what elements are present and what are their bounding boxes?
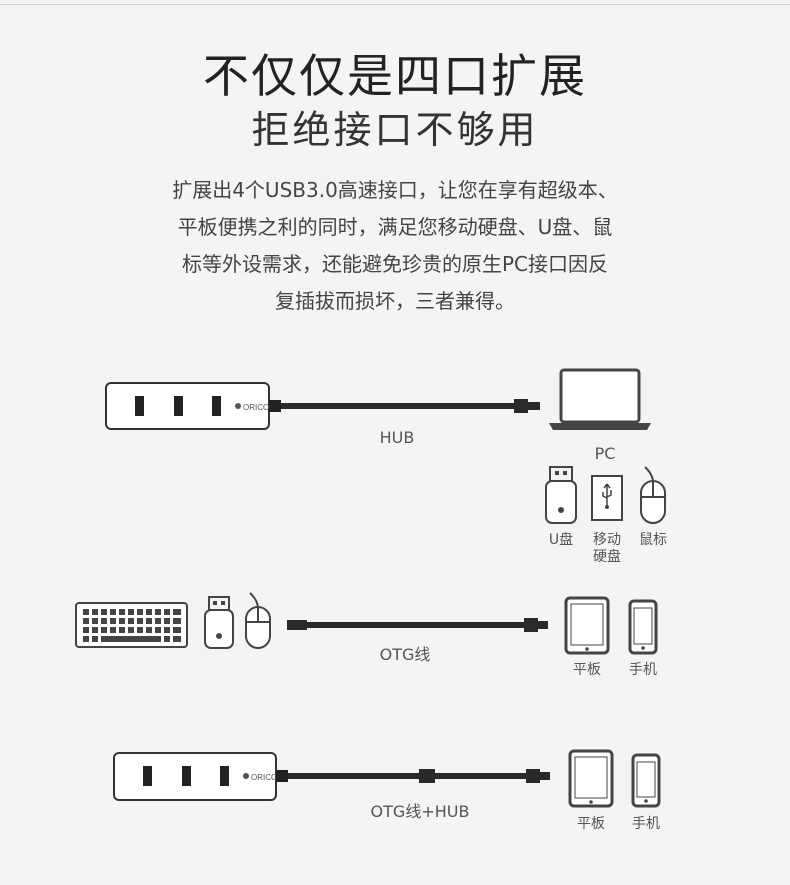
hard-drive-icon xyxy=(591,475,623,521)
phone-label: 手机 xyxy=(629,662,657,678)
tablet-label: 平板 xyxy=(577,816,605,832)
hub-cable xyxy=(281,399,540,413)
phone-icon xyxy=(628,599,658,655)
svg-text:ORICO: ORICO xyxy=(243,403,269,412)
pc-label: PC xyxy=(594,444,616,463)
tablet-label: 平板 xyxy=(573,662,601,678)
page-subtitle: 拒绝接口不够用 xyxy=(251,108,539,152)
otg-cable-label: OTG线 xyxy=(379,645,431,664)
page-title: 不仅仅是四口扩展 xyxy=(203,49,587,103)
description: 扩展出4个USB3.0高速接口，让您在享有超级本、 平板便携之利的同时，满足您移… xyxy=(110,172,680,320)
keyboard-icon xyxy=(75,602,188,648)
laptop-icon xyxy=(549,368,651,430)
mouse-label: 鼠标 xyxy=(639,532,667,548)
phone-icon xyxy=(631,753,661,808)
description-line: 扩展出4个USB3.0高速接口，让您在享有超级本、 xyxy=(172,178,618,202)
description-line: 平板便携之利的同时，满足您移动硬盘、U盘、鼠 xyxy=(177,215,613,239)
phone-label: 手机 xyxy=(632,816,660,832)
tablet-icon xyxy=(568,749,614,808)
top-divider xyxy=(0,4,790,5)
hub-cable-label: HUB xyxy=(379,428,415,447)
description-line: 复插拔而损坏，三者兼得。 xyxy=(275,289,515,313)
usb-drive-icon xyxy=(204,596,234,649)
mouse-icon xyxy=(245,592,271,649)
usb-drive-label: U盘 xyxy=(548,532,574,548)
mouse-icon xyxy=(640,466,666,524)
hard-drive-label: 移动 硬盘 xyxy=(593,532,621,565)
tablet-icon xyxy=(564,596,610,655)
usb-hub-icon: ORICO xyxy=(105,382,281,430)
usb-hub-icon: ORICO xyxy=(113,752,288,801)
usb-drive-icon xyxy=(545,466,577,524)
description-line: 标等外设需求，还能避免珍贵的原生PC接口因反 xyxy=(181,252,609,276)
otg-hub-cable-label: OTG线+HUB xyxy=(370,802,470,821)
otg-cable xyxy=(287,618,548,632)
otg-hub-cable xyxy=(288,769,550,783)
svg-text:ORICO: ORICO xyxy=(251,773,277,782)
